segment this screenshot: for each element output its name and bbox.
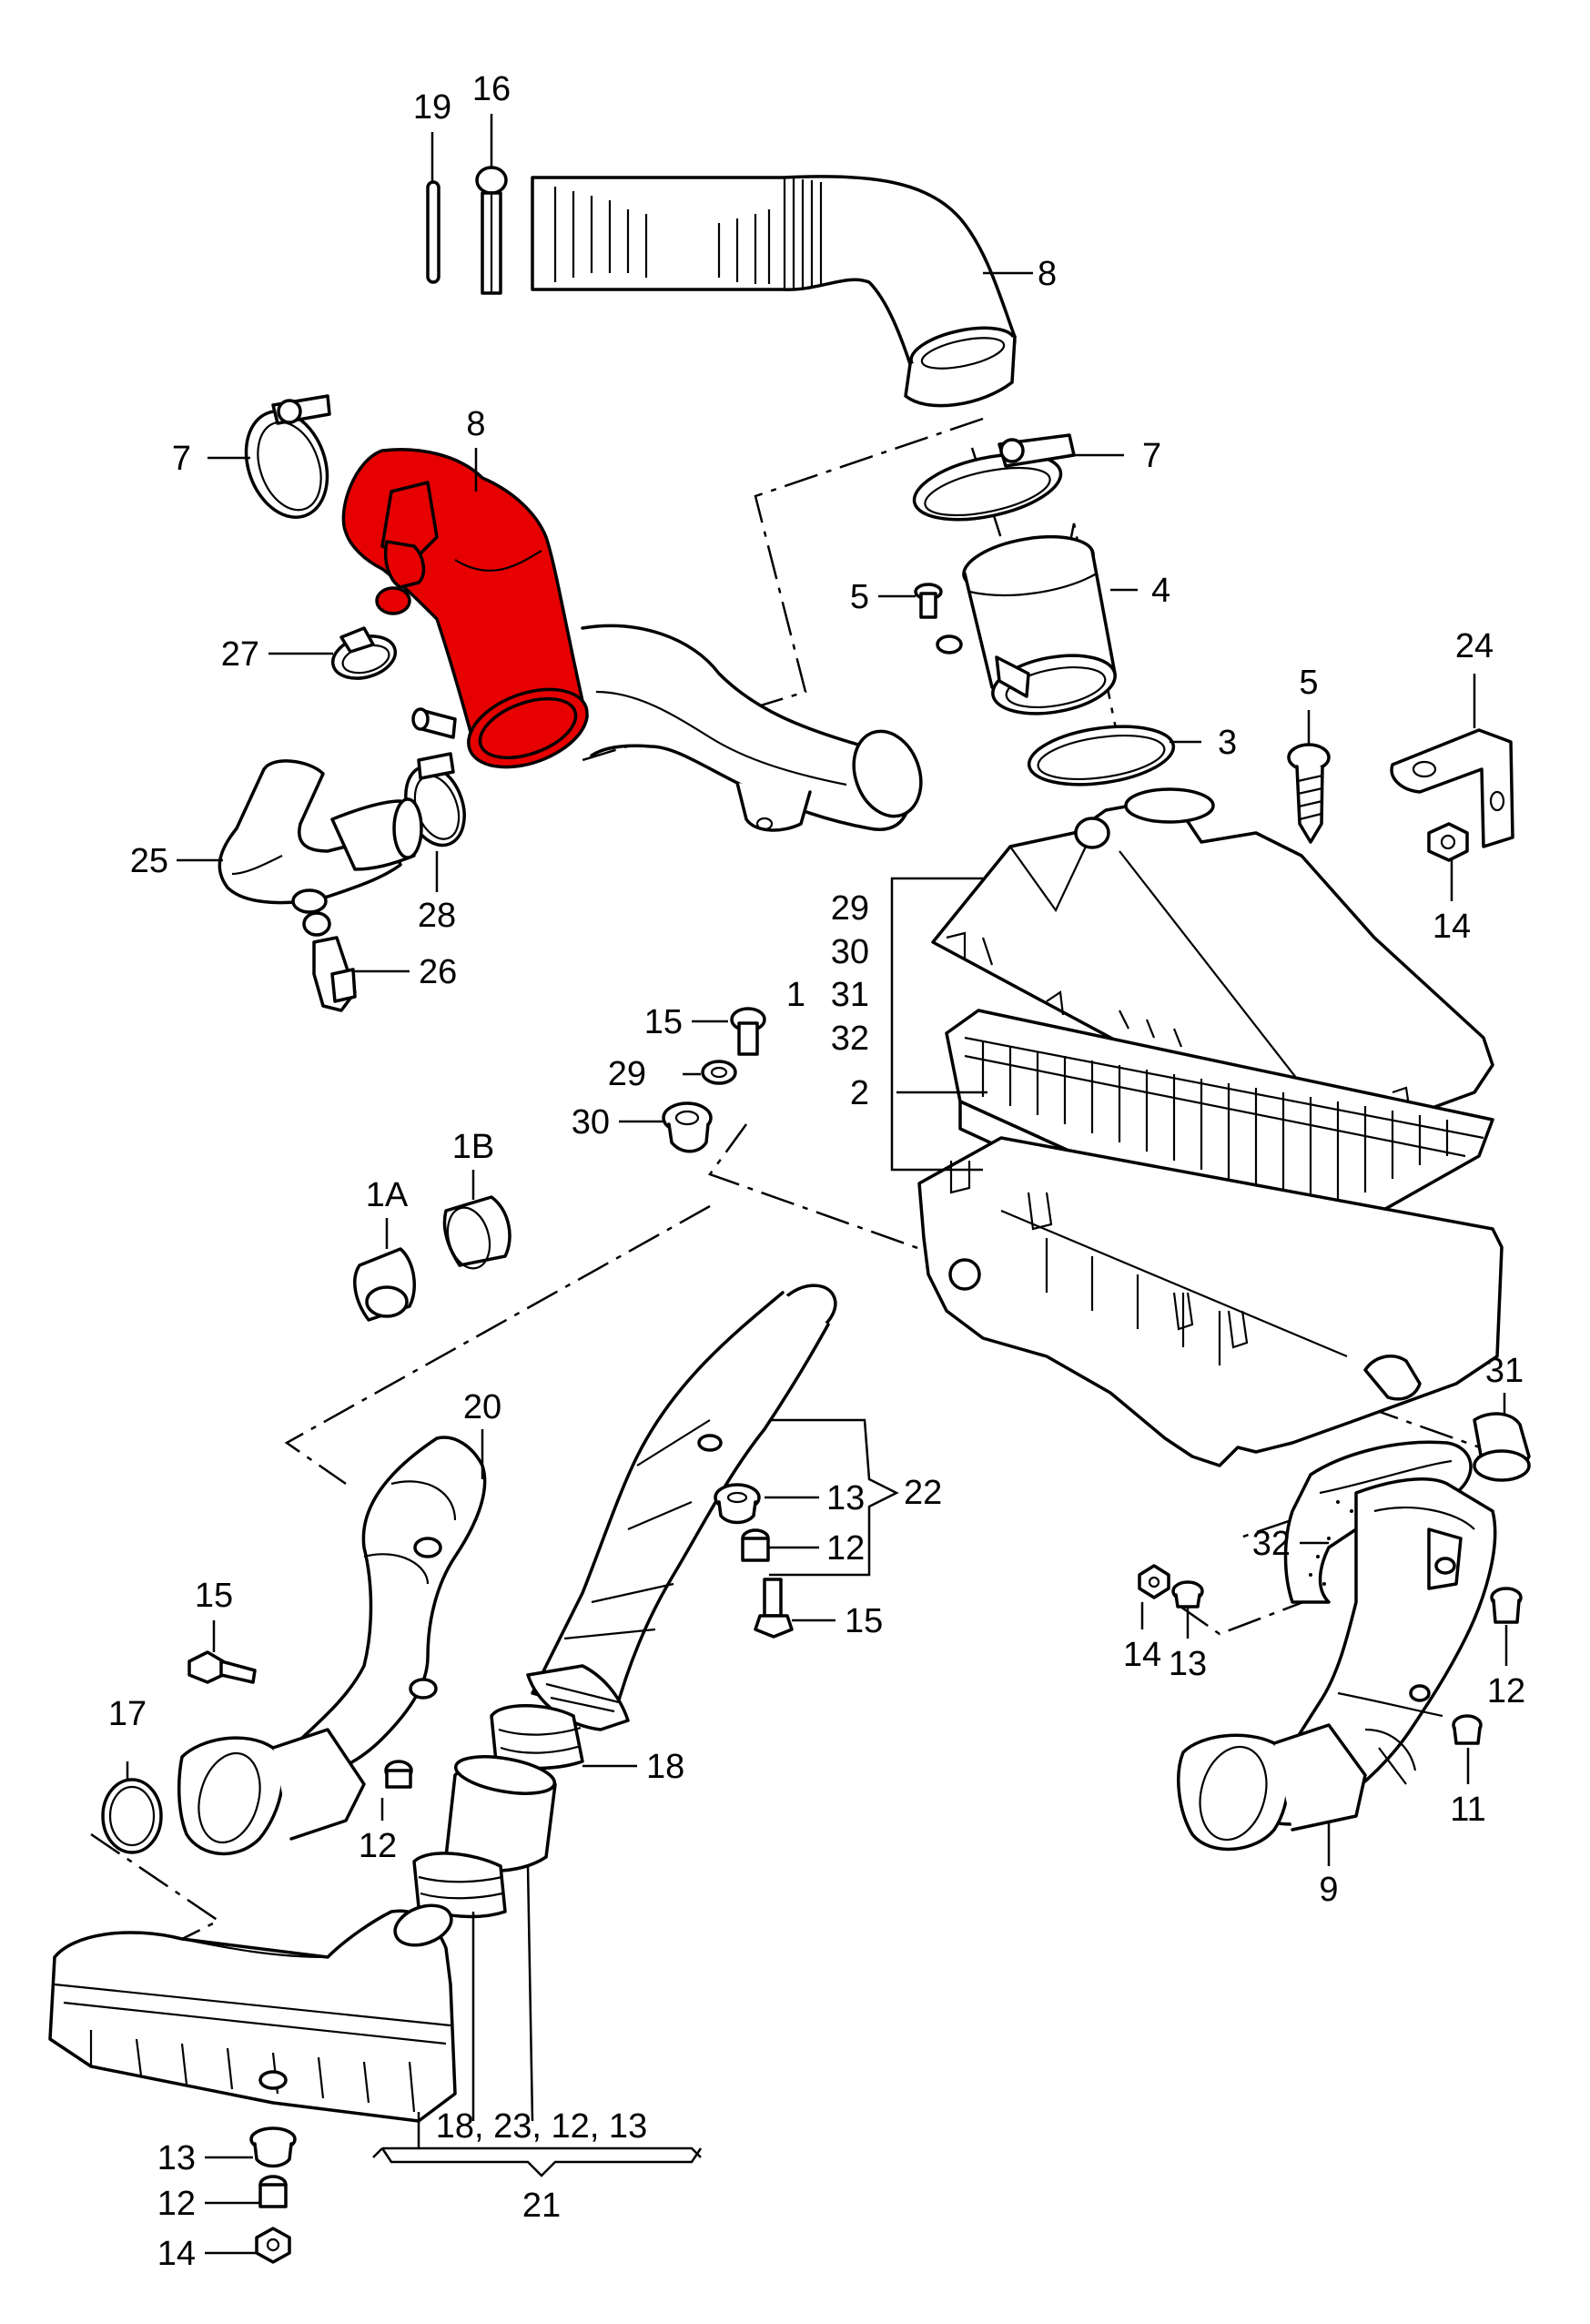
label-5-right: 5 (1299, 664, 1318, 702)
label-14-top: 14 (1433, 908, 1471, 946)
label-15-top: 15 (644, 1003, 683, 1041)
part-15-bolt-c (187, 1650, 257, 1684)
part-8-intake-elbow-highlighted (341, 448, 589, 769)
part-24-bracket (1390, 728, 1514, 848)
part-14-nut-mid (1138, 1564, 1170, 1599)
part-4-air-mass-meter (962, 534, 1117, 715)
label-12-center: 12 (826, 1529, 865, 1568)
label-7-right: 7 (1142, 437, 1161, 475)
part-27-small-clamp (330, 626, 398, 680)
part-1B-sleeve (442, 1195, 511, 1270)
label-14-bottom: 14 (157, 2235, 196, 2273)
label-3: 3 (1218, 724, 1237, 762)
part-13-grommet-b (249, 2126, 297, 2168)
label-31-bracket: 31 (831, 976, 869, 1014)
label-19: 19 (413, 88, 451, 127)
label-25: 25 (130, 842, 168, 880)
label-18: 18 (646, 1748, 684, 1786)
label-29-bracket: 29 (831, 889, 869, 928)
label-8-top: 8 (1038, 255, 1057, 293)
label-12-left: 12 (359, 1827, 397, 1865)
label-15-center: 15 (845, 1602, 883, 1640)
part-12-nut-c (258, 2175, 288, 2208)
part-22-air-duct (526, 1284, 837, 1731)
label-29: 29 (608, 1055, 646, 1093)
label-9: 9 (1319, 1871, 1338, 1909)
part-19-rod (426, 180, 441, 284)
part-15-bolt-b (754, 1578, 794, 1639)
leader-lines (126, 114, 1508, 2255)
part-26-sensor (312, 936, 357, 1012)
label-16: 16 (472, 70, 511, 108)
label-13-bottom: 13 (157, 2139, 196, 2177)
label-17: 17 (108, 1695, 147, 1733)
label-28: 28 (418, 897, 456, 935)
label-13-center: 13 (826, 1479, 865, 1517)
part-5-screw-left (914, 583, 963, 655)
label-30-bracket: 30 (831, 933, 869, 971)
label-13-right: 13 (1169, 1645, 1207, 1683)
hose-sleeve (330, 797, 423, 871)
part-12-nut-b (384, 1760, 413, 1789)
part-12-nut-a (741, 1528, 770, 1562)
label-24: 24 (1455, 627, 1494, 665)
label-27: 27 (221, 635, 259, 674)
label-12-right: 12 (1487, 1672, 1525, 1710)
part-1-air-filter-housing (917, 787, 1504, 1604)
label-1: 1 (786, 976, 805, 1014)
hose-nipple (411, 707, 457, 739)
callout-labels: 19 16 8 7 8 7 5 4 27 3 5 24 25 28 26 29 … (108, 70, 1525, 2273)
part-16-bolt (475, 166, 508, 295)
part-29-washer (701, 1060, 737, 1085)
label-31: 31 (1485, 1352, 1524, 1390)
part-17-o-ring (101, 1778, 163, 1854)
part-7-hose-clamp-right (912, 433, 1076, 522)
part-12-nut-d (1490, 1587, 1523, 1624)
label-20: 20 (463, 1388, 501, 1426)
label-15-left: 15 (195, 1577, 233, 1615)
part-11-plug (1452, 1714, 1483, 1745)
part-20-resonator-duct (177, 1436, 487, 1856)
lower-intake-housing (48, 1903, 457, 2123)
label-22: 22 (904, 1474, 942, 1512)
intake-connecting-pipe (581, 624, 923, 832)
part-5-screw-right (1287, 743, 1331, 844)
label-11: 11 (1450, 1791, 1485, 1829)
part-1A-bush (353, 1247, 416, 1322)
label-30: 30 (572, 1103, 610, 1142)
label-5-left: 5 (850, 578, 869, 616)
part-31-cap (1473, 1412, 1531, 1482)
label-1B: 1B (452, 1128, 494, 1166)
label-12-bottom: 12 (157, 2185, 196, 2223)
part-8-upper-intake-hose (531, 175, 1017, 408)
label-32-bracket: 32 (831, 1020, 869, 1058)
label-8-highlighted: 8 (466, 405, 485, 443)
part-7-hose-clamp-left (244, 394, 331, 519)
part-9-intake-duct (1177, 1477, 1497, 1852)
label-1A: 1A (366, 1176, 409, 1214)
label-32: 32 (1252, 1525, 1291, 1563)
label-2: 2 (850, 1074, 869, 1112)
part-3-o-ring (1027, 725, 1176, 787)
label-4: 4 (1151, 572, 1170, 610)
part-13-grommet-c (1171, 1580, 1204, 1609)
part-30-grommet (662, 1101, 713, 1153)
part-23-sleeve (444, 1755, 557, 1872)
part-14-nut-bottom (255, 2227, 291, 2264)
part-15-bolt-a (730, 1007, 766, 1056)
label-14-mid: 14 (1123, 1636, 1161, 1674)
label-18-23-12-13: 18, 23, 12, 13 (436, 2107, 647, 2146)
label-7-left: 7 (172, 440, 191, 478)
part-14-nut-top (1427, 822, 1469, 862)
label-26: 26 (419, 953, 457, 991)
label-21: 21 (522, 2187, 561, 2225)
part-13-grommet-a (714, 1483, 761, 1525)
